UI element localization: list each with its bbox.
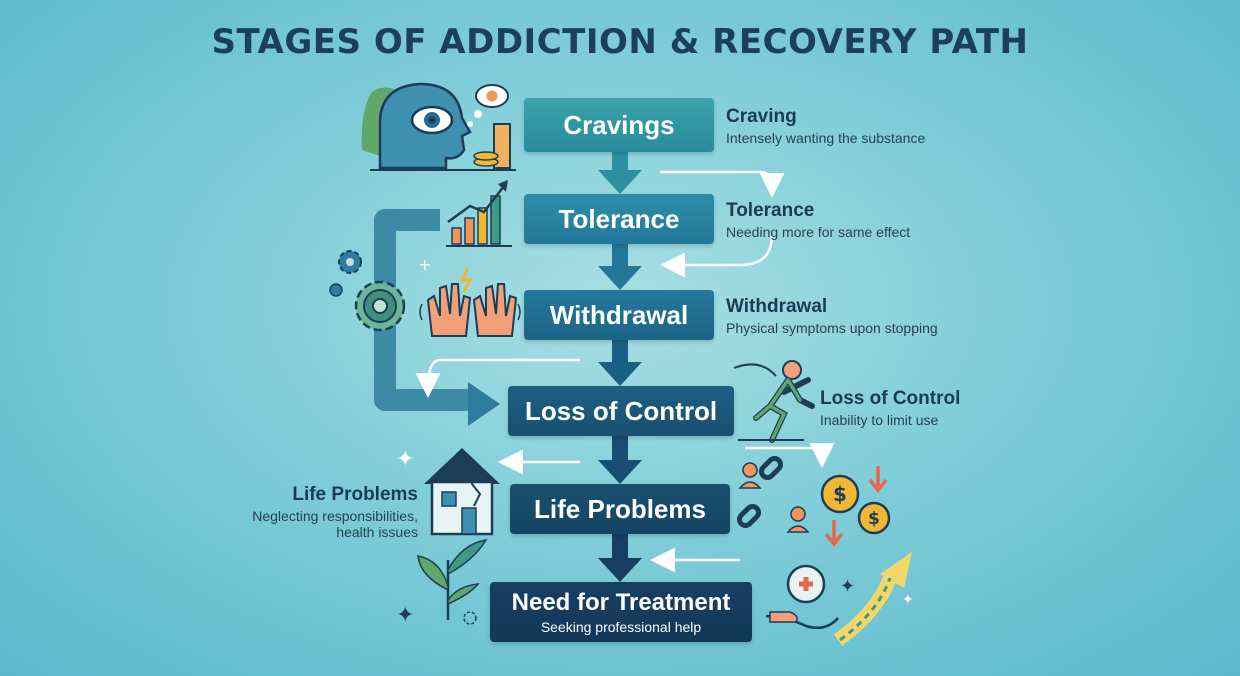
- stage-sublabel: Seeking professional help: [540, 619, 702, 635]
- down-arrow-2: [598, 244, 642, 290]
- stage-label: Loss of Control: [524, 395, 718, 426]
- stage-label: Withdrawal: [549, 299, 689, 330]
- svg-text:✦: ✦: [840, 576, 855, 597]
- stage-cravings: Cravings: [524, 98, 714, 152]
- stage-withdrawal: Withdrawal: [524, 290, 714, 340]
- svg-text:+: +: [418, 255, 431, 274]
- svg-text:$: $: [833, 482, 847, 506]
- medical-cross-icon: ✦: [765, 564, 855, 629]
- shaking-hands-icon: [419, 267, 521, 337]
- broken-chain-icon: [736, 455, 810, 533]
- desc-text-line1: Neglecting responsibilities,: [252, 508, 418, 524]
- desc-heading: Tolerance: [726, 200, 815, 221]
- plant-icon: ✦: [396, 538, 488, 628]
- desc-heading: Withdrawal: [726, 296, 828, 317]
- desc-heading: Life Problems: [292, 484, 418, 505]
- desc-life-problems: Life Problems Neglecting responsibilitie…: [250, 484, 418, 540]
- stage-loss-of-control: Loss of Control: [508, 386, 734, 436]
- page-title: STAGES OF ADDICTION & RECOVERY PATH: [211, 22, 1029, 62]
- falling-person-icon: [733, 360, 815, 443]
- stage-need-for-treatment: Need for Treatment Seeking professional …: [490, 582, 752, 642]
- desc-withdrawal: Withdrawal Physical symptoms upon stoppi…: [726, 296, 938, 336]
- head-eye-icon: [361, 82, 516, 171]
- desc-tolerance: Tolerance Needing more for same effect: [726, 200, 910, 240]
- stage-label: Cravings: [563, 109, 675, 140]
- stage-label: Tolerance: [558, 203, 680, 234]
- coins-icon: $ $: [820, 466, 891, 547]
- desc-text: Inability to limit use: [820, 412, 939, 428]
- stage-tolerance: Tolerance: [524, 194, 714, 244]
- cracked-house-icon: ✦: [396, 447, 500, 536]
- svg-text:$: $: [868, 509, 880, 529]
- desc-craving: Craving Intensely wanting the substance: [726, 106, 925, 146]
- svg-text:✦: ✦: [396, 447, 414, 472]
- growth-chart-icon: [446, 180, 512, 247]
- stage-label: Need for Treatment: [511, 589, 731, 616]
- down-arrow-1: [598, 152, 642, 194]
- gears-icon: +: [329, 250, 431, 332]
- desc-loss-of-control: Loss of Control Inability to limit use: [820, 388, 960, 428]
- stage-life-problems: Life Problems: [510, 484, 730, 534]
- desc-text: Physical symptoms upon stopping: [726, 320, 938, 336]
- desc-text: Needing more for same effect: [726, 224, 911, 240]
- desc-text-line2: health issues: [336, 524, 418, 540]
- down-arrow-5: [598, 534, 642, 582]
- down-arrow-3: [598, 340, 642, 386]
- down-arrow-4: [598, 436, 642, 484]
- svg-text:✦: ✦: [902, 592, 914, 608]
- desc-heading: Loss of Control: [820, 388, 961, 409]
- desc-heading: Craving: [726, 106, 797, 127]
- desc-text: Intensely wanting the substance: [726, 130, 926, 146]
- rising-arrow-icon: ✦: [833, 552, 914, 646]
- stage-label: Life Problems: [534, 493, 706, 524]
- svg-text:✦: ✦: [396, 603, 414, 628]
